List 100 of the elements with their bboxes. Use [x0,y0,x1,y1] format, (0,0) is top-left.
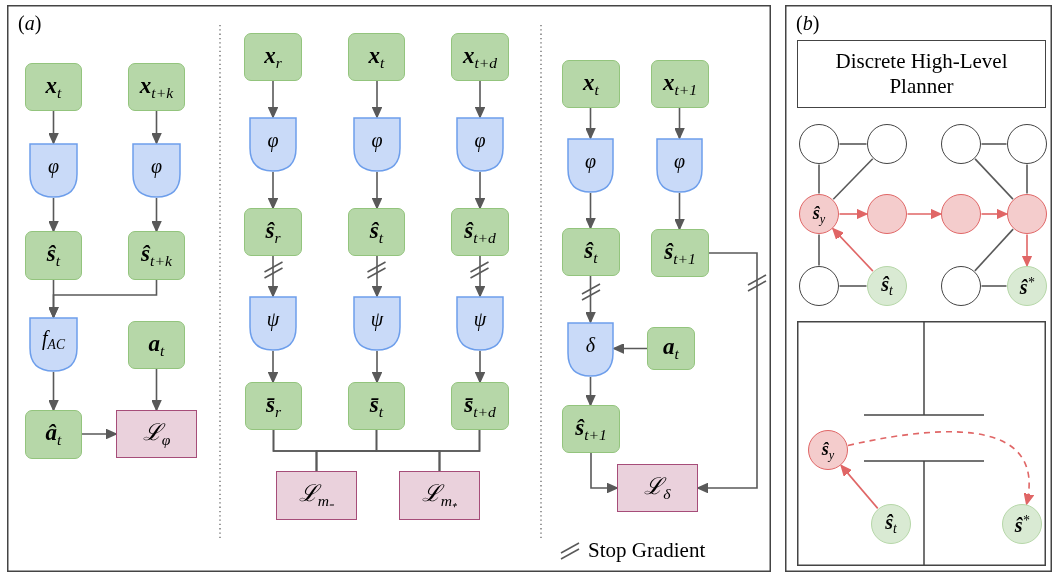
arrow [267,80,279,118]
arrow [151,110,162,144]
arrow [371,350,383,383]
arrow [371,80,383,118]
arrow [474,171,486,209]
variable-box: ŝ$_{t+d}$ [451,208,509,256]
loss-box: ℒ$_{m₋}$ [276,471,357,520]
connector-line [838,285,868,287]
arrow [474,350,486,383]
graph-node-circle [941,266,981,306]
panel-label: (b) [796,13,820,33]
connector-line [974,228,1014,272]
variable-box: x$_{t+d}$ [451,33,509,81]
loss-box: ℒ$_{δ}$ [617,464,698,512]
legend-text: Stop Gradient [588,538,706,563]
waypoint-circle [1007,194,1047,234]
arrow [48,279,158,318]
network-block: φ [132,143,181,198]
arrow [838,208,868,220]
graph-node-circle [1007,124,1047,164]
variable-box: ŝ$_{t}$ [25,231,82,280]
graph-node-circle [799,124,839,164]
waypoint-circle [867,194,907,234]
arrow [840,464,879,510]
arrow [48,371,59,411]
network-block: δ [567,322,614,377]
connector-line [832,157,874,201]
graph-node-circle [867,124,907,164]
variable-box: x$_{t}$ [25,63,82,111]
variable-box: x$_{t}$ [562,60,620,108]
panel-label: (a) [18,13,42,33]
state-circle: ŝ$_{t}$ [867,266,907,306]
variable-box: x$_{t}$ [348,33,405,81]
arrow [585,376,596,406]
arrow [474,80,486,118]
state-circle: ŝ$_{t}$ [871,504,911,544]
connector-line [818,163,820,195]
arrow [832,228,874,272]
planner-box: Discrete High-Level Planner [797,40,1046,108]
network-block: ψ [353,296,401,351]
waypoint-circle: ŝ$_{y}$ [808,430,848,470]
arrow [267,350,279,383]
variable-box: ŝ$_{t+1}$ [651,229,709,277]
arrow [48,197,59,232]
arrow [48,110,59,144]
loss-box: ℒ$_{φ}$ [116,410,197,458]
arrow [674,107,685,139]
variable-box: a$_{t}$ [128,321,185,369]
arrow [585,107,596,139]
arrow [371,255,383,297]
variable-box: â$_{t}$ [25,410,82,459]
variable-box: ŝ$_{r}$ [244,208,302,256]
network-block: φ [249,117,297,172]
arrow [847,430,1034,505]
maze-map [797,321,1046,566]
panel-frame [785,5,1052,572]
arrow [674,192,685,230]
arrow [585,192,596,229]
network-block: φ [656,138,703,193]
waypoint-circle [941,194,981,234]
network-block: ψ [249,296,297,351]
loss-box: ℒ$_{m₊}$ [399,471,480,520]
arrow [151,368,162,411]
variable-box: ŝ$_{t}$ [348,208,405,256]
network-block: ψ [456,296,504,351]
connector-line [980,285,1008,287]
connector-line [838,143,868,145]
arrow [1021,233,1033,267]
variable-box: a$_{t}$ [647,327,695,370]
network-block: φ [29,143,78,198]
variable-box: s̄$_{r}$ [245,382,302,430]
network-block: φ [353,117,401,172]
variable-box: ŝ$_{t+k}$ [128,231,185,280]
network-block: φ [456,117,504,172]
variable-box: x$_{r}$ [244,33,302,81]
arrow [585,275,596,323]
arrow [613,343,648,354]
connector-line [1026,163,1028,195]
graph-node-circle [941,124,981,164]
connector-line [438,429,481,472]
arrow [980,208,1008,220]
variable-box: x$_{t+k}$ [128,63,185,111]
connector-line [818,233,820,267]
variable-box: x$_{t+1}$ [651,60,709,108]
graph-node-circle [799,266,839,306]
arrow [371,171,383,209]
arrow [151,197,162,232]
variable-box: s̄$_{t+d}$ [451,382,509,430]
arrow [267,255,279,297]
arrow [81,428,117,440]
waypoint-circle: ŝ$_{y}$ [799,194,839,234]
arrow [474,255,486,297]
network-block: φ [567,138,614,193]
connector-line [974,158,1014,200]
arrow [697,252,758,494]
state-circle: ŝ$^{*}$ [1007,266,1047,306]
panel-frame [7,5,771,572]
state-circle: ŝ$^{*}$ [1002,504,1042,544]
variable-box: ŝ$_{t+1}$ [562,405,620,453]
arrow [267,171,279,209]
